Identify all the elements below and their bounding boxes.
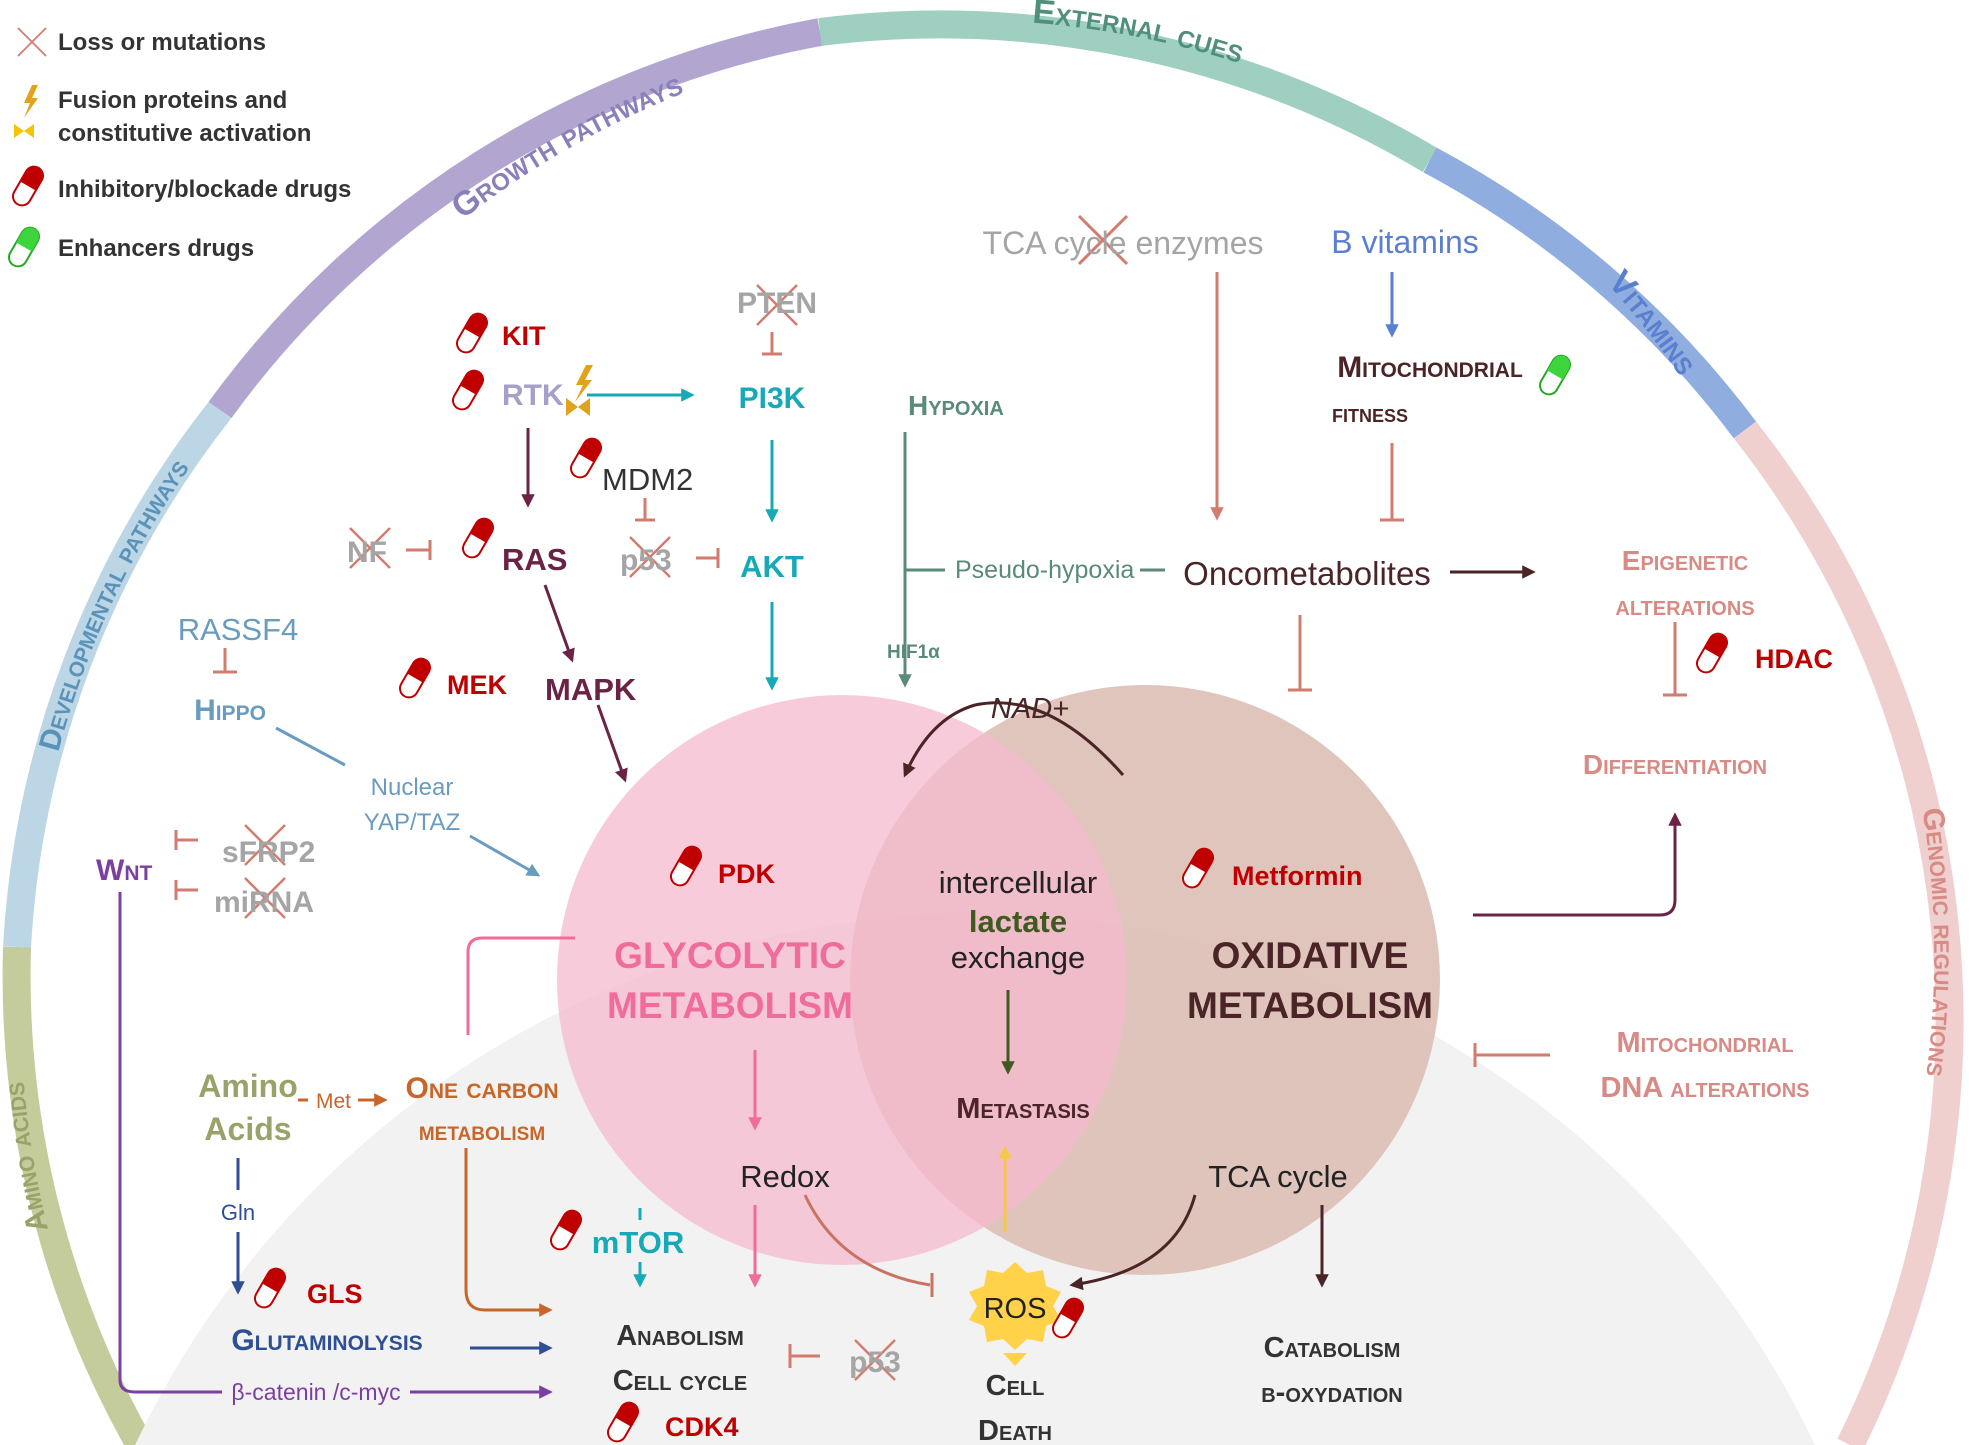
p53-top-label: p53 (620, 544, 672, 577)
nuclear-1: Nuclear (371, 774, 454, 801)
tca-cycle-label: TCA cycle (1208, 1159, 1348, 1194)
mirna-label: miRNA (214, 886, 314, 919)
connectors (118, 272, 1687, 1399)
amino-1: Amino (198, 1068, 298, 1104)
mek-label: MEK (447, 670, 508, 700)
lightning-bowtie-icon (14, 85, 38, 138)
death-label: Death (978, 1415, 1052, 1445)
lactate-1: intercellular (939, 865, 1098, 900)
gln-label: Gln (221, 1200, 255, 1225)
cdk4-label: CDK4 (665, 1412, 739, 1442)
cell-cycle-label: Cell cycle (613, 1365, 748, 1397)
kit-label: KIT (502, 321, 546, 351)
epigenetic-2: alterations (1615, 590, 1754, 621)
mito-fitness-drug-icon (1535, 351, 1575, 399)
lactate-3: exchange (951, 940, 1085, 975)
rtk-drug-icon (448, 366, 488, 414)
hdac-drug-icon (1692, 629, 1732, 677)
mdm2-drug-icon (566, 434, 606, 482)
legend-fusion-2: constitutive activation (58, 120, 311, 147)
ring-label-growth: Growth pathways (444, 65, 687, 226)
rtk-fusion-icon (566, 365, 593, 416)
amino-2: Acids (204, 1111, 291, 1147)
ring-vitamins (1423, 147, 1757, 439)
catabolism-label: Catabolism (1264, 1332, 1401, 1364)
ring-label-developmental: Developmental pathways (33, 453, 195, 754)
mtdna-1: Mitochondrial (1616, 1027, 1793, 1059)
legend-enhancers: Enhancers drugs (58, 235, 254, 262)
legend: Loss or mutations Fusion proteins and co… (4, 27, 351, 271)
sfrp2-label: sFRP2 (222, 836, 315, 869)
rassf4-label: RASSF4 (178, 612, 299, 647)
kit-drug-icon (452, 309, 492, 357)
hippo-label: Hippo (194, 694, 266, 727)
mtor-label: mTOR (592, 1225, 684, 1260)
gls-label: GLS (307, 1279, 363, 1309)
node-labels: KIT RTK PTEN PI3K MDM2 NF RAS p53 AKT Hy… (96, 224, 1833, 1445)
met-label: Met (316, 1090, 351, 1113)
metformin-label: Metformin (1232, 861, 1363, 891)
ring-label-genomic: Genomic regulations (1915, 805, 1960, 1078)
mtdna-2: DNA alterations (1600, 1072, 1809, 1104)
hypoxia-label: Hypoxia (908, 390, 1004, 421)
nf-label: NF (347, 536, 387, 569)
mdm2-label: MDM2 (602, 462, 693, 497)
anabolism-label: Anabolism (616, 1320, 744, 1352)
one-carbon-1: One carbon (405, 1072, 558, 1105)
pseudo-hypoxia-label: Pseudo-hypoxia (955, 556, 1134, 584)
ras-label: RAS (502, 542, 567, 577)
akt-label: AKT (740, 549, 804, 584)
ring-developmental (3, 401, 232, 948)
mito-fitness-1: Mitochondrial (1337, 351, 1523, 384)
legend-fusion-1: Fusion proteins and (58, 87, 287, 114)
ros-burst (969, 1262, 1061, 1350)
rtk-label: RTK (502, 379, 564, 412)
beta-catenin-label: β-catenin /c-myc (231, 1379, 400, 1405)
ring-growth (208, 18, 823, 419)
cell-label: Cell (986, 1370, 1045, 1402)
ring-genomic (1733, 421, 1964, 1445)
ros-label: ROS (984, 1293, 1047, 1325)
nuclear-2: YAP/TAZ (364, 809, 460, 836)
hdac-label: HDAC (1755, 644, 1833, 674)
p53-bottom-label: p53 (849, 1346, 901, 1379)
red-capsule-icon (8, 162, 48, 210)
glutaminolysis-label: Glutaminolysis (231, 1324, 422, 1357)
beta-ox-label: β-oxydation (1261, 1377, 1403, 1409)
glyco-2: METABOLISM (607, 985, 853, 1026)
metastasis-label: Metastasis (956, 1093, 1089, 1125)
ring-external (818, 10, 1438, 173)
oncometabolites-label: Oncometabolites (1183, 555, 1431, 592)
pdk-label: PDK (718, 859, 776, 889)
mito-fitness-2: fitness (1332, 400, 1408, 428)
ros-pointer (1003, 1353, 1027, 1366)
hif1a-label: HIF1α (887, 642, 940, 663)
differentiation-label: Differentiation (1583, 749, 1767, 780)
loss-x-icon (17, 27, 47, 57)
wnt-label: Wnt (96, 854, 152, 887)
ras-drug-icon (458, 514, 498, 562)
green-capsule-icon (4, 223, 44, 271)
glyco-1: GLYCOLYTIC (614, 935, 846, 976)
pi3k-label: PI3K (739, 382, 806, 415)
glycolytic-circle (557, 695, 1127, 1265)
redox-label: Redox (740, 1159, 830, 1194)
epigenetic-1: Epigenetic (1622, 545, 1748, 576)
legend-loss: Loss or mutations (58, 29, 266, 56)
lactate-2: lactate (969, 904, 1067, 939)
oxid-1: OXIDATIVE (1212, 935, 1409, 976)
legend-inhibitory: Inhibitory/blockade drugs (58, 176, 351, 203)
one-carbon-2: metabolism (419, 1116, 545, 1146)
mapk-label: MAPK (545, 672, 637, 707)
pten-label: PTEN (737, 287, 817, 320)
ring-amino-acids (2, 946, 153, 1445)
b-vitamins-label: B vitamins (1331, 224, 1479, 260)
mek-drug-icon (395, 654, 435, 702)
tca-enzymes-label: TCA cycle enzymes (983, 225, 1264, 261)
nad-label: NAD+ (991, 693, 1069, 725)
oxid-2: METABOLISM (1187, 985, 1433, 1026)
